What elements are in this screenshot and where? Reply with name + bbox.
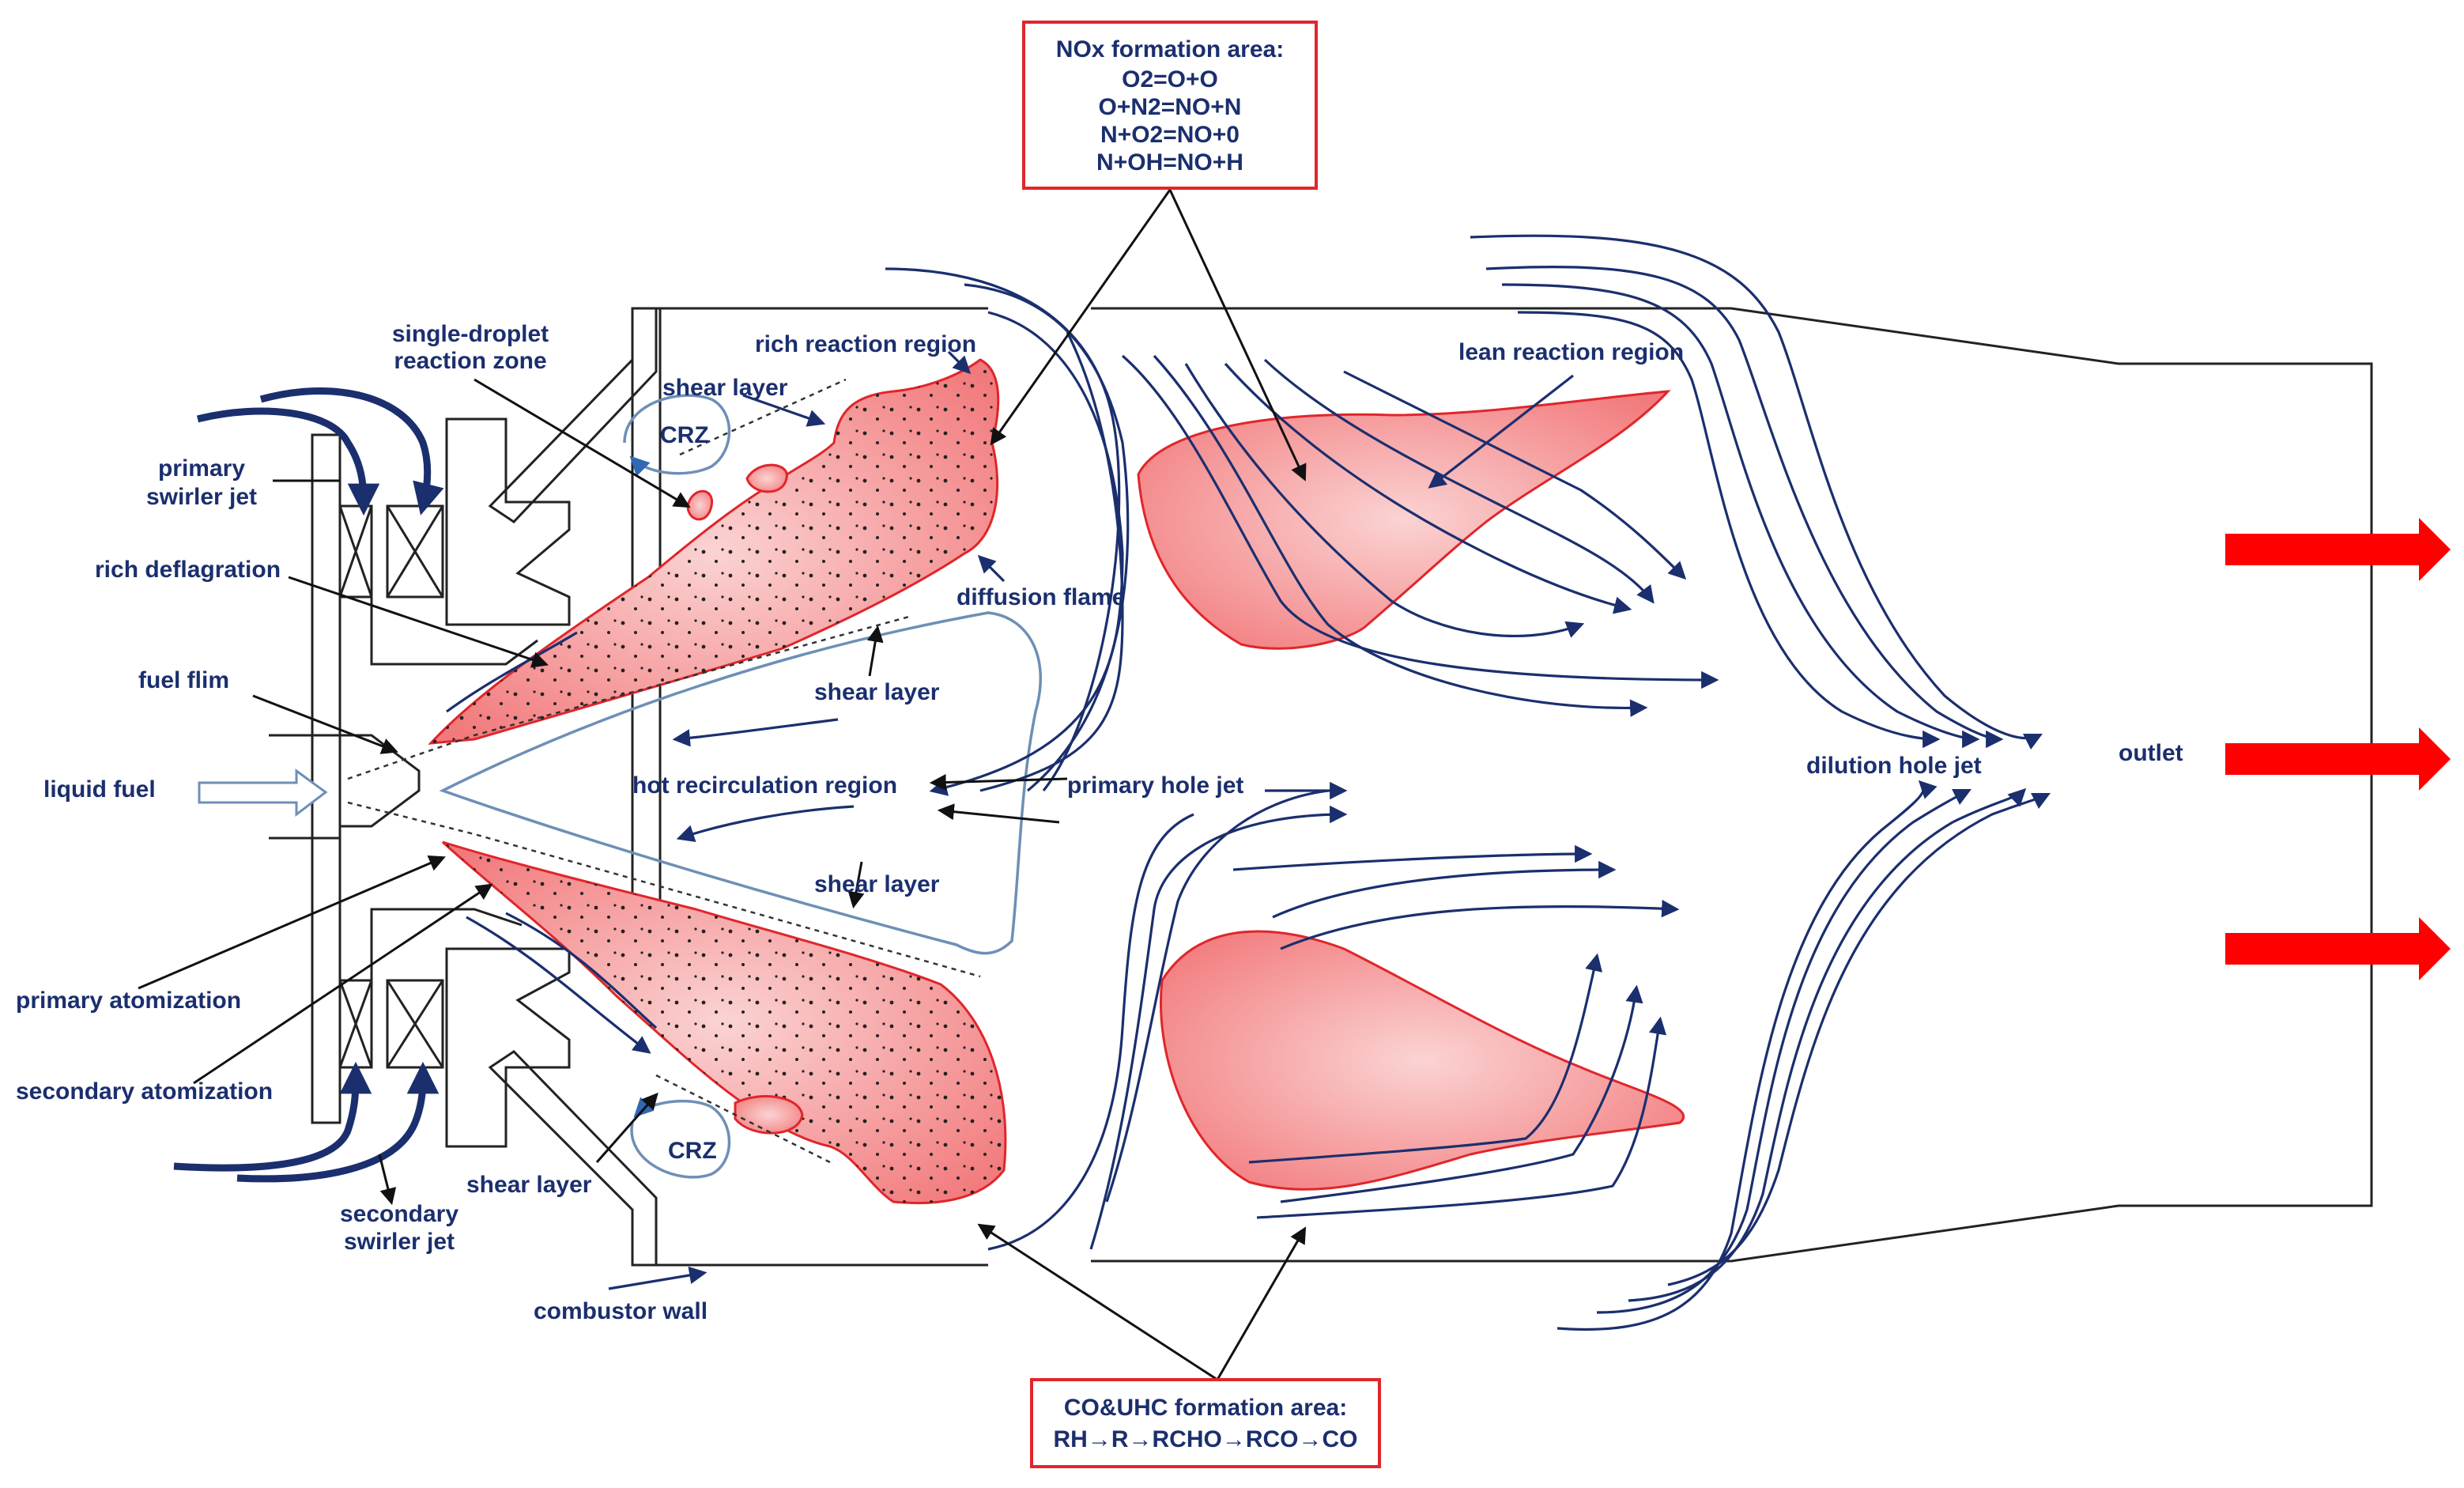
- label-shear-layer-top: shear layer: [662, 375, 788, 401]
- label-liquid-fuel: liquid fuel: [43, 776, 156, 803]
- labels: single-droplet reaction zone primary swi…: [16, 321, 2183, 1324]
- nox-reaction-1: O2=O+O: [1122, 66, 1218, 93]
- label-crz-top: CRZ: [660, 422, 709, 448]
- nox-formation-box: NOx formation area: O2=O+O O+N2=NO+N N+O…: [1022, 21, 1318, 190]
- flow-streamlines: [173, 234, 2051, 1331]
- nox-reaction-2: O+N2=NO+N: [1099, 94, 1242, 120]
- lean-reaction-region-lower: [1160, 930, 1685, 1191]
- label-primary-hole-jet: primary hole jet: [1067, 772, 1243, 799]
- outlet-arrow-icon-top: [2225, 518, 2451, 581]
- label-primary-swirler-1: primary: [158, 455, 245, 482]
- label-hot-recirculation: hot recirculation region: [632, 772, 897, 799]
- co-uhc-formation-box: CO&UHC formation area: RH→R→RCHO→RCO→CO: [1030, 1378, 1381, 1468]
- label-shear-layer-lower: shear layer: [814, 871, 940, 897]
- label-secondary-atomization: secondary atomization: [16, 1078, 273, 1105]
- label-shear-layer-middle: shear layer: [814, 679, 940, 705]
- outlet-arrows: [2225, 518, 2451, 980]
- label-fuel-film: fuel flim: [138, 667, 229, 693]
- label-dilution-hole-jet: dilution hole jet: [1806, 753, 1982, 779]
- crz-loops: [623, 394, 731, 1179]
- label-single-droplet-2: reaction zone: [394, 348, 546, 374]
- label-lean-reaction-region: lean reaction region: [1458, 339, 1684, 365]
- label-primary-swirler-2: swirler jet: [146, 484, 257, 510]
- nox-reaction-4: N+OH=NO+H: [1096, 149, 1243, 176]
- droplet-blob-upper-b: [686, 489, 713, 521]
- hot-recirculation-boundary: [347, 378, 1043, 1164]
- co-title: CO&UHC formation area:: [1064, 1395, 1347, 1421]
- reaction-regions: [428, 358, 1685, 1205]
- label-shear-layer-bottom-left: shear layer: [466, 1172, 592, 1198]
- label-single-droplet-1: single-droplet: [392, 321, 549, 347]
- label-secondary-swirler-2: swirler jet: [344, 1229, 455, 1255]
- label-combustor-wall: combustor wall: [534, 1298, 708, 1324]
- nox-reaction-3: N+O2=NO+0: [1100, 122, 1240, 148]
- nox-title: NOx formation area:: [1056, 36, 1284, 62]
- co-reaction: RH→R→RCHO→RCO→CO: [1054, 1426, 1358, 1452]
- droplet-blob-upper-a: [745, 463, 788, 493]
- label-rich-deflagration: rich deflagration: [95, 557, 281, 583]
- droplet-blob-lower: [734, 1095, 804, 1135]
- outlet-arrow-icon-bottom: [2225, 917, 2451, 980]
- label-diffusion-flame: diffusion flame: [957, 584, 1125, 610]
- outlet-arrow-icon-middle: [2225, 727, 2451, 791]
- label-rich-reaction-region: rich reaction region: [755, 331, 976, 357]
- label-outlet: outlet: [2119, 740, 2183, 766]
- label-secondary-swirler-1: secondary: [340, 1201, 458, 1227]
- leader-lines: [138, 189, 1574, 1381]
- liquid-fuel-arrow-icon: [198, 769, 328, 818]
- label-crz-bottom: CRZ: [668, 1138, 717, 1164]
- lean-reaction-region-upper: [1137, 390, 1671, 650]
- label-primary-atomization: primary atomization: [16, 988, 241, 1014]
